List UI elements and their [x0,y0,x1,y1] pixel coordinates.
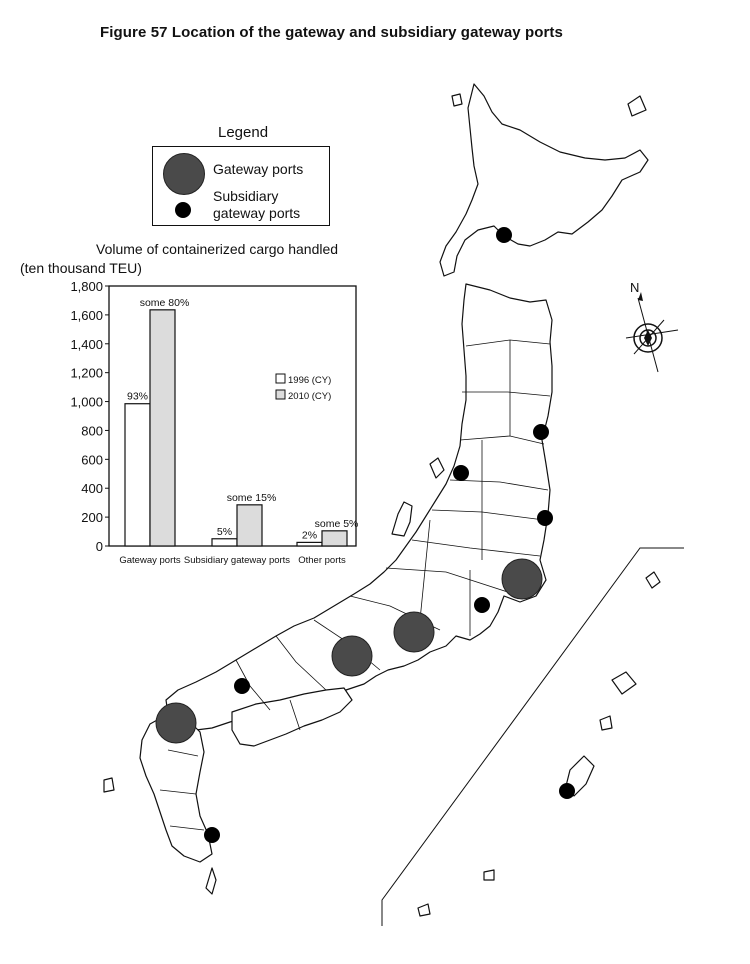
chart-legend-swatch [275,389,286,400]
bar-1996 [124,403,151,547]
y-tick-label: 400 [81,481,103,496]
bar-2010 [149,309,176,547]
subsidiary-port-sendai [533,424,549,440]
gateway-port-kitakyushu-hakata [155,702,197,744]
subsidiary-port-hitachinaka [537,510,553,526]
kyushu-island [139,713,213,863]
bar-2010 [236,504,263,547]
subsidiary-port-niigata [453,465,469,481]
subsidiary-port-naha [559,783,575,799]
y-tick-label: 1,400 [70,337,103,352]
bar-data-label: some 5% [315,518,359,530]
x-category-label: Gateway ports [119,555,180,566]
shikoku-island [231,687,353,747]
legend-subsidiary-label: Subsidiary gateway ports [213,188,301,221]
bar-data-label: some 15% [227,492,277,504]
legend-title: Legend [218,124,269,141]
bar-1996 [211,538,238,547]
subsidiary-port-symbol [175,202,191,218]
noto-peninsula [391,501,413,537]
y-tick-label: 1,800 [70,279,103,294]
inset-frame [381,547,684,926]
y-tick-label: 0 [96,539,103,554]
figure-title: Figure 57 Location of the gateway and su… [100,24,563,41]
subsidiary-port-tomakomai [496,227,512,243]
subsidiary-port-hiroshima [234,678,250,694]
y-tick-label: 1,000 [70,395,103,410]
y-tick-label: 1,600 [70,308,103,323]
bar-data-label: 2% [302,529,317,541]
x-category-label: Subsidiary gateway ports [184,555,290,566]
y-tick-label: 200 [81,510,103,525]
legend: Gateway ports Subsidiary gateway ports [152,146,330,226]
chart-y-unit: (ten thousand TEU) [20,260,142,276]
gateway-port-osaka-kobe [331,635,373,677]
bar-data-label: 5% [217,526,232,538]
bar-1996 [296,541,323,547]
compass-icon [625,292,679,373]
subsidiary-gateway-ports [204,227,575,843]
chart-title: Volume of containerized cargo handled [96,241,339,257]
bar-2010 [321,530,348,547]
gateway-ports [155,558,543,744]
y-tick-label: 1,200 [70,366,103,381]
bar-data-label: 93% [127,391,148,403]
chart-legend-label: 2010 (CY) [288,391,331,402]
bar-data-label: some 80% [140,297,190,309]
chart-legend-swatch [275,373,286,384]
subsidiary-port-shimizu [474,597,490,613]
hokkaido-island [439,83,649,277]
legend-gateway-label: Gateway ports [213,161,304,177]
subsidiary-port-shibushi [204,827,220,843]
gateway-port-nagoya [393,611,435,653]
gateway-port-symbol [163,153,205,195]
x-category-label: Other ports [298,555,346,566]
gateway-port-tokyo-yokohama [501,558,543,600]
chart-legend-label: 1996 (CY) [288,375,331,386]
y-tick-label: 800 [81,423,103,438]
compass-north-label: N [630,280,639,295]
y-tick-label: 600 [81,452,103,467]
